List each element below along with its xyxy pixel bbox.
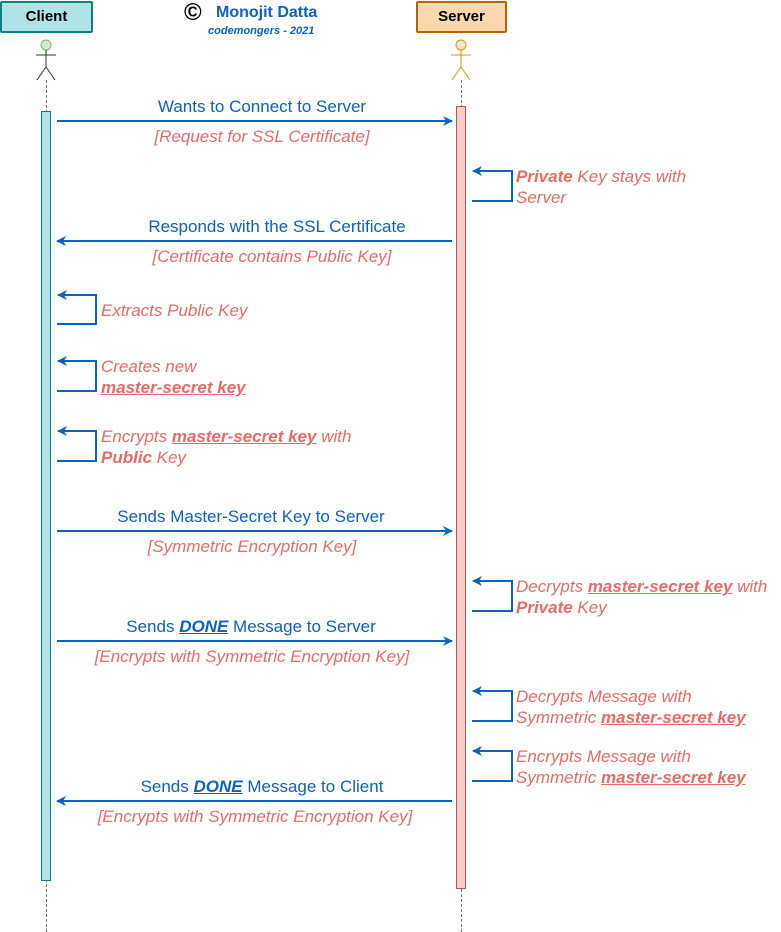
message-done-server-note: [Encrypts with Symmetric Encryption Key]: [94, 647, 410, 666]
message-done-client-note: [Encrypts with Symmetric Encryption Key]: [97, 807, 413, 826]
self-arrow-server-decrypt-key: [472, 576, 513, 612]
note-server-decrypt-msg-line1: Decrypts Message with: [516, 687, 692, 706]
note-client-encrypt-key: master-secret key: [171, 427, 317, 446]
note-server-decrypt-bold: Private: [516, 598, 573, 617]
message-done-client-suffix: Message to Client: [242, 777, 384, 796]
note-server-private-key: Private Key stays with Server: [516, 166, 686, 208]
server-actor-box: Server: [416, 1, 507, 33]
message-done-server-suffix: Message to Server: [228, 617, 376, 636]
self-arrow-server-encrypt-msg: [472, 746, 513, 782]
author-name: Monojit Datta: [216, 4, 318, 21]
self-arrow-client-create: [57, 356, 97, 392]
note-server-private-line2: Server: [516, 188, 567, 207]
note-server-decrypt-suffix: with: [732, 577, 768, 596]
note-server-encrypt-msg-line1: Encrypts Message with: [516, 747, 691, 766]
note-client-create: Creates new master-secret key: [101, 356, 246, 398]
message-done-client-label: Sends DONE Message to Client: [57, 777, 467, 797]
message-connect-label: Wants to Connect to Server: [157, 97, 367, 116]
client-actor-box: Client: [0, 1, 93, 33]
note-client-create-line1: Creates new: [101, 357, 197, 376]
note-server-decrypt-msg-prefix: Symmetric: [516, 708, 601, 727]
note-client-encrypt: Encrypts master-secret key with Public K…: [101, 426, 351, 468]
note-server-encrypt-msg-prefix: Symmetric: [516, 768, 601, 787]
note-server-private-rest: Key stays with: [572, 167, 687, 186]
note-server-decrypt-message: Decrypts Message with Symmetric master-s…: [516, 686, 746, 728]
server-actor-label: Server: [438, 8, 485, 25]
message-done-server-emphasis: DONE: [179, 617, 229, 636]
note-server-encrypt-message: Encrypts Message with Symmetric master-s…: [516, 746, 746, 788]
note-client-encrypt-bold: Public: [101, 448, 153, 467]
note-client-extract: Extracts Public Key: [101, 300, 247, 321]
note-client-create-key: master-secret key: [101, 378, 246, 397]
note-client-extract-text: Extracts Public Key: [101, 301, 248, 320]
client-stick-figure-icon: [36, 39, 56, 81]
client-activation-bar: [41, 111, 51, 881]
note-client-encrypt-rest: Key: [152, 448, 187, 467]
message-connect-note: [Request for SSL Certificate]: [154, 127, 370, 146]
self-arrow-server-decrypt-msg: [472, 686, 513, 722]
self-arrow-client-extract: [57, 290, 97, 325]
message-master-key-label: Sends Master-Secret Key to Server: [117, 507, 385, 526]
client-actor-label: Client: [25, 8, 68, 25]
message-done-server-label: Sends DONE Message to Server: [46, 617, 456, 637]
note-client-encrypt-prefix: Encrypts: [101, 427, 172, 446]
message-done-client-prefix: Sends: [140, 777, 194, 796]
note-server-encrypt-msg-key: master-secret key: [601, 768, 746, 787]
copyright-symbol: ©: [184, 0, 202, 26]
note-server-private-bold: Private: [516, 167, 573, 186]
note-server-decrypt-prefix: Decrypts: [516, 577, 588, 596]
author-subtitle: codemongers - 2021: [208, 25, 315, 37]
server-stick-figure-icon: [451, 39, 471, 81]
self-arrow-server-private: [472, 166, 513, 202]
note-client-encrypt-suffix: with: [316, 427, 352, 446]
message-done-server-prefix: Sends: [126, 617, 180, 636]
note-server-decrypt-key-term: master-secret key: [587, 577, 733, 596]
note-server-decrypt-rest: Key: [572, 598, 607, 617]
server-activation-bar: [456, 106, 466, 889]
message-ssl-label: Responds with the SSL Certificate: [148, 217, 406, 236]
note-server-decrypt-key: Decrypts master-secret key with Private …: [516, 576, 767, 618]
message-done-client-emphasis: DONE: [193, 777, 243, 796]
self-arrow-client-encrypt: [57, 426, 97, 462]
message-ssl-note: [Certificate contains Public Key]: [152, 247, 392, 266]
message-master-key-note: [Symmetric Encryption Key]: [147, 537, 357, 556]
note-server-decrypt-msg-key: master-secret key: [601, 708, 746, 727]
